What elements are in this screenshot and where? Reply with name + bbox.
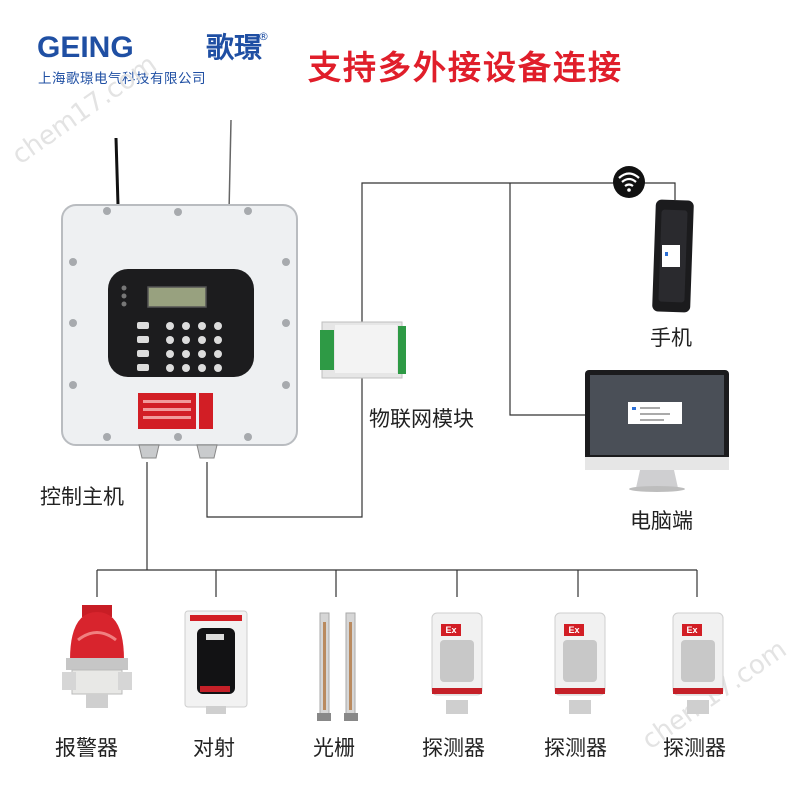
ex-badge: Ex [682, 624, 702, 636]
device-label-beam: 对射 [193, 736, 235, 760]
device-label-detector: 探测器 [422, 736, 485, 760]
host-label: 控制主机 [40, 485, 124, 509]
trademark-symbol: ® [258, 30, 269, 43]
pc-label: 电脑端 [630, 509, 693, 533]
light-curtain-icon [317, 612, 358, 721]
connection-lines [96, 182, 698, 597]
brand-logo-text: GEING [37, 31, 134, 64]
wifi-icon [613, 166, 645, 198]
computer-image [585, 370, 729, 492]
iot-module-label: 物联网模块 [369, 407, 474, 431]
iot-module-image [320, 321, 406, 379]
device-label-alarm: 报警器 [55, 736, 118, 760]
device-label-curtain: 光栅 [313, 736, 355, 760]
beam-detector-icon [184, 610, 248, 714]
alarm-light-icon [62, 605, 132, 708]
phone-image [652, 199, 694, 313]
device-label-detector: 探测器 [663, 736, 726, 760]
page-headline: 支持多外接设备连接 [308, 48, 623, 87]
device-label-detector: 探测器 [544, 736, 607, 760]
company-name: 上海歌璟电气科技有限公司 [38, 71, 206, 87]
control-host-image [61, 119, 298, 459]
brand-chinese-name: 歌璟 [206, 31, 263, 64]
phone-label: 手机 [650, 326, 692, 350]
ex-badge: Ex [441, 624, 461, 636]
ex-badge: Ex [564, 624, 584, 636]
